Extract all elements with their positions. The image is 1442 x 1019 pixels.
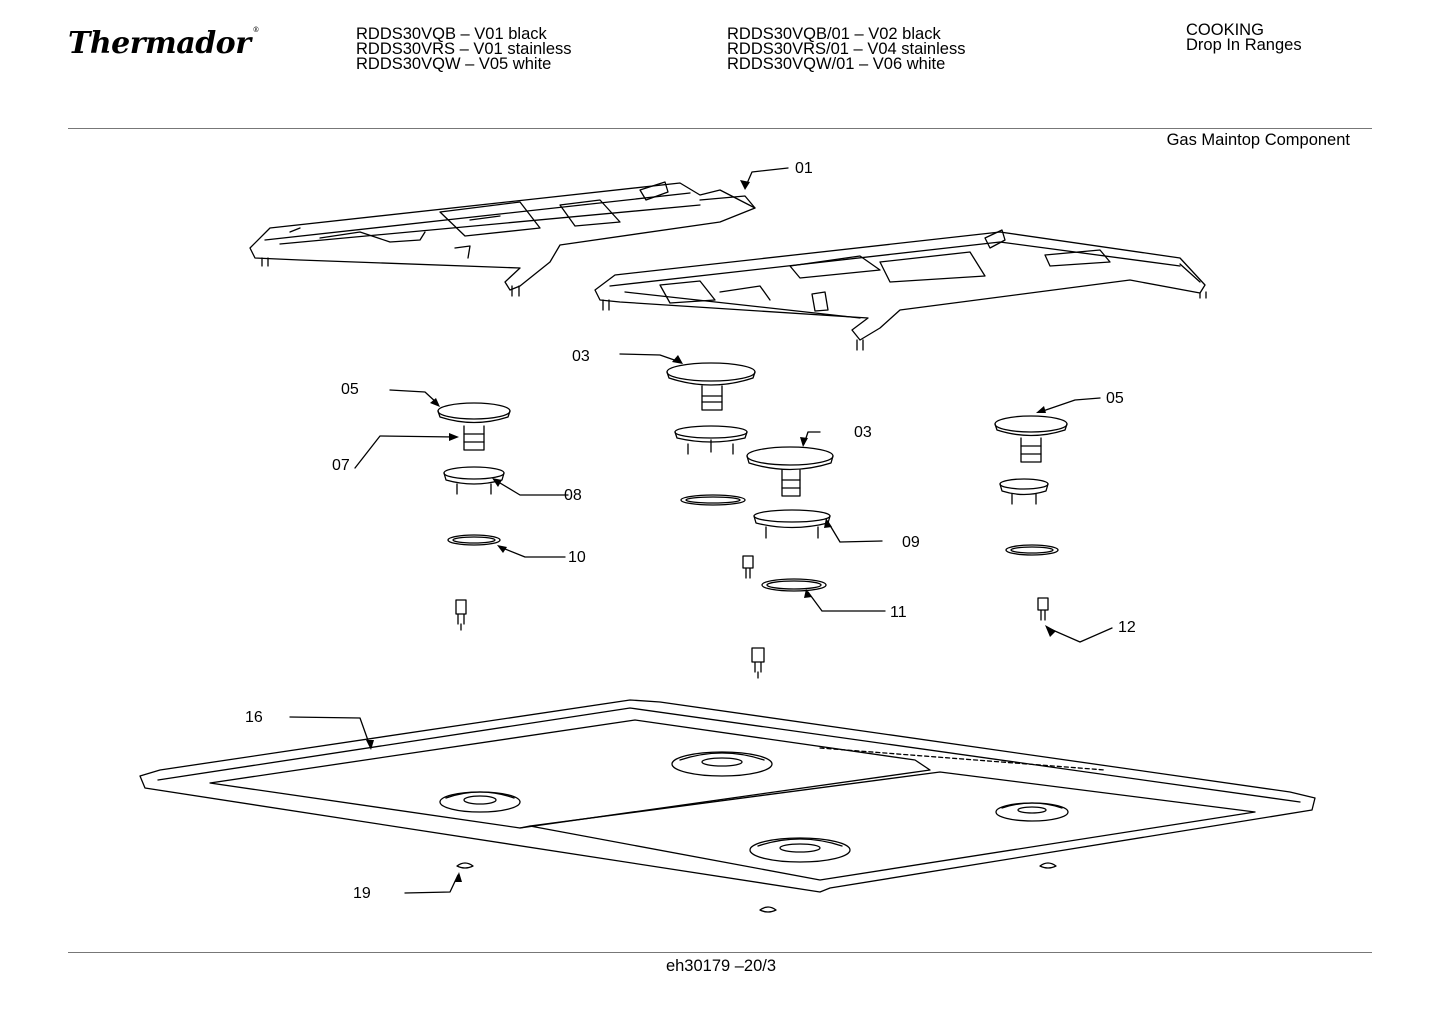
logo-text: Thermador xyxy=(68,26,251,61)
callout-05: 05 xyxy=(341,381,359,398)
right-burner-stack xyxy=(994,415,1068,621)
callout-03: 03 xyxy=(572,348,590,365)
callout-19: 19 xyxy=(353,885,371,902)
main-top-panel xyxy=(139,699,1316,913)
model-line: RDDS30VQW/01 – V06 white xyxy=(727,55,946,73)
model-list-right: RDDS30VQB/01 – V02 black RDDS30VRS/01 – … xyxy=(727,25,966,73)
model-line: RDDS30VQB/01 – V02 black xyxy=(727,25,941,43)
left-grate xyxy=(249,181,756,297)
document-code: eh30179 –20/3 xyxy=(665,957,777,975)
model-list-left: RDDS30VQB – V01 black RDDS30VRS – V01 st… xyxy=(356,25,572,73)
callout-10: 10 xyxy=(568,549,586,566)
trademark-mark: ® xyxy=(252,26,260,34)
callout-01: 01 xyxy=(795,160,813,177)
callout-05: 05 xyxy=(1106,390,1124,407)
left-burner-stack xyxy=(437,402,511,631)
leader-arrowheads xyxy=(366,180,1056,882)
burner-cap-large-top xyxy=(666,362,756,455)
section-title: Gas Maintop Component xyxy=(1166,131,1350,149)
center-lower-parts xyxy=(742,555,827,679)
category-line: COOKING xyxy=(1186,21,1264,39)
model-line: RDDS30VQB – V01 black xyxy=(356,25,547,43)
right-grate xyxy=(594,229,1207,351)
model-line: RDDS30VQW – V05 white xyxy=(356,55,552,73)
callout-16: 16 xyxy=(245,709,263,726)
burner-cap-large-middle xyxy=(680,446,834,539)
callout-12: 12 xyxy=(1118,619,1136,636)
callout-09: 09 xyxy=(902,534,920,551)
footer-divider xyxy=(68,952,1372,953)
callout-08: 08 xyxy=(564,487,582,504)
callout-07: 07 xyxy=(332,457,350,474)
callout-03: 03 xyxy=(854,424,872,441)
model-line: RDDS30VRS/01 – V04 stainless xyxy=(727,40,966,58)
category-label: COOKING Drop In Ranges xyxy=(1186,21,1302,54)
header-divider xyxy=(68,128,1372,129)
leader-lines xyxy=(289,167,1113,894)
brand-logo: Thermador® xyxy=(68,26,259,61)
callout-11: 11 xyxy=(890,604,907,621)
model-line: RDDS30VRS – V01 stainless xyxy=(356,40,572,58)
category-line: Drop In Ranges xyxy=(1186,36,1302,54)
